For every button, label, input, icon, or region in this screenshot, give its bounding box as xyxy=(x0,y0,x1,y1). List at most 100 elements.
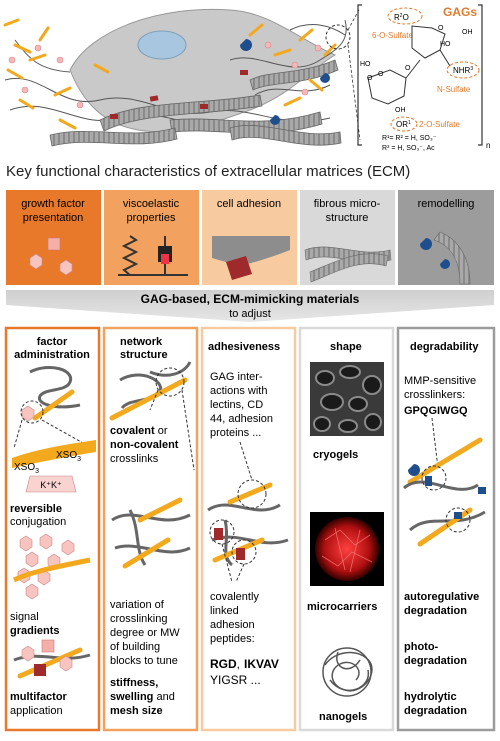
gag-r-definition-1: R¹= R² = H, SO₃⁻ xyxy=(382,135,437,142)
col2-noncovalent: non-covalent xyxy=(110,439,179,451)
category-box-fibrous xyxy=(300,190,395,285)
mmp-enzymes xyxy=(240,39,330,125)
category-label-fibrous-line2: structure xyxy=(326,212,369,224)
col3-peptides: RGD,IKVAV xyxy=(210,657,279,671)
gag-nhr3: NHR3 xyxy=(453,66,473,75)
col5-auto2: degradation xyxy=(404,605,467,617)
col3-yigsr: YIGSR ... xyxy=(210,673,261,687)
col2-var1: variation of xyxy=(110,599,165,611)
gag-structure: n GAGs R2O 6-O-Sulfate OH HO O NHR3 N-Su… xyxy=(357,4,490,152)
fibrous-icon xyxy=(304,246,392,283)
zoom-circle xyxy=(325,24,351,50)
col3-gag1: GAG inter- xyxy=(210,371,263,383)
category-label-viscoelastic-line1: viscoelastic xyxy=(123,198,180,210)
col5-mmp1: MMP-sensitive xyxy=(404,375,476,387)
col3-cov1: covalently xyxy=(210,591,259,603)
gag-n-subscript: n xyxy=(486,141,490,150)
gag-r2o: R2O xyxy=(394,13,409,22)
svg-text:O: O xyxy=(405,65,411,72)
col2-covalent-line: covalent or xyxy=(110,425,168,437)
col2-var3: degree or MW xyxy=(110,627,180,639)
pink-factors xyxy=(8,41,322,109)
svg-text:HO: HO xyxy=(440,41,451,48)
category-label-fibrous-line1: fibrous micro- xyxy=(314,198,381,210)
col4-cryogels: cryogels xyxy=(313,449,358,461)
col5-seq: GPQGIWGQ xyxy=(404,405,468,417)
svg-text:O: O xyxy=(367,75,373,82)
category-label-remodelling: remodelling xyxy=(418,198,475,210)
column-degradability-frame xyxy=(396,326,496,732)
gag-or1: OR1 xyxy=(396,120,411,129)
col1-title1: factor xyxy=(37,336,68,348)
banner: GAG-based, ECM-mimicking materials to ad… xyxy=(6,290,494,322)
col2-mesh: mesh size xyxy=(110,705,163,717)
col3-cov2: linked xyxy=(210,605,239,617)
col4-microcarriers: microcarriers xyxy=(307,601,377,613)
col1-application: application xyxy=(10,705,63,717)
column-adhesiveness-frame xyxy=(200,326,297,732)
col3-cov3: adhesion xyxy=(210,619,255,631)
col5-mmp2: crosslinkers: xyxy=(404,389,465,401)
col2-var5: blocks to tune xyxy=(110,655,178,667)
svg-text:HO: HO xyxy=(360,61,371,68)
svg-text:O: O xyxy=(378,71,384,78)
col3-gag2: actions with xyxy=(210,385,267,397)
gag-6o-sulfate: 6-O-Sulfate xyxy=(372,31,413,40)
category-row: growth factor presentation viscoelastic … xyxy=(6,190,494,285)
category-label-growth-factor-line2: presentation xyxy=(23,212,84,224)
svg-text:OH: OH xyxy=(395,107,406,114)
adhesion-blocks xyxy=(110,70,248,119)
category-label-viscoelastic-line2: properties xyxy=(127,212,176,224)
col2-title2: structure xyxy=(120,349,168,361)
column-network: network structure covalent or non-covale… xyxy=(109,336,195,717)
col5-hydro2: degradation xyxy=(404,705,467,717)
ecm-illustration xyxy=(3,7,361,147)
col3-gag4: 44, adhesion xyxy=(210,413,273,425)
col1-xso3-b: XSO3 xyxy=(56,450,81,463)
gag-n-sulfate: N-Sulfate xyxy=(437,85,471,94)
col2-title1: network xyxy=(120,336,163,348)
column-factor: factor administration XSO3 XSO3 K⁺K⁺ rev… xyxy=(10,336,96,717)
column-network-frame xyxy=(102,326,199,732)
col3-title: adhesiveness xyxy=(208,341,280,353)
cell-adhesion-icon xyxy=(212,236,290,280)
col1-xso3-a: XSO3 xyxy=(14,462,39,475)
remodelling-icon xyxy=(420,231,471,285)
col2-var2: crosslinking xyxy=(110,613,167,625)
col3-gag5: proteins ... xyxy=(210,427,261,439)
nanogel-icon xyxy=(322,647,373,697)
banner-sub: to adjust xyxy=(229,308,271,320)
col5-photo1: photo- xyxy=(404,641,439,653)
col3-cov4: peptides: xyxy=(210,633,255,645)
column-degradability: degradability MMP-sensitive crosslinkers… xyxy=(403,341,486,717)
gag-2o-sulfate: 2-O-Sulfate xyxy=(419,120,460,129)
column-shape-frame xyxy=(298,326,395,732)
col4-nanogels: nanogels xyxy=(319,711,367,723)
column-adhesiveness: adhesiveness GAG inter- actions with lec… xyxy=(207,341,289,687)
col2-crosslinks: crosslinks xyxy=(110,453,159,465)
col1-gradients: gradients xyxy=(10,625,60,637)
thick-fibers xyxy=(49,59,342,147)
col1-multifactor: multifactor xyxy=(10,691,68,703)
col2-var4: of building xyxy=(110,641,160,653)
category-box-viscoelastic xyxy=(104,190,199,285)
col1-conjugation: conjugation xyxy=(10,516,66,528)
svg-text:O: O xyxy=(438,25,444,32)
col2-swelling-line: swelling and xyxy=(110,691,175,703)
category-label-cell-adhesion: cell adhesion xyxy=(217,198,281,210)
category-label-growth-factor-line1: growth factor xyxy=(21,198,85,210)
column-shape: shape cryogels microcarriers xyxy=(307,341,384,723)
col2-stiffness: stiffness, xyxy=(110,677,158,689)
col1-title2: administration xyxy=(14,349,90,361)
col1-signal: signal xyxy=(10,611,39,623)
column-factor-frame xyxy=(4,326,101,732)
col5-title: degradability xyxy=(410,341,479,353)
growth-factor-icon xyxy=(29,237,73,276)
col5-hydro1: hydrolytic xyxy=(404,691,457,703)
col1-kk: K⁺K⁺ xyxy=(40,480,62,490)
col5-photo2: degradation xyxy=(404,655,467,667)
col3-gag3: lectins, CD xyxy=(210,399,263,411)
growth-factor-strands xyxy=(3,18,337,130)
